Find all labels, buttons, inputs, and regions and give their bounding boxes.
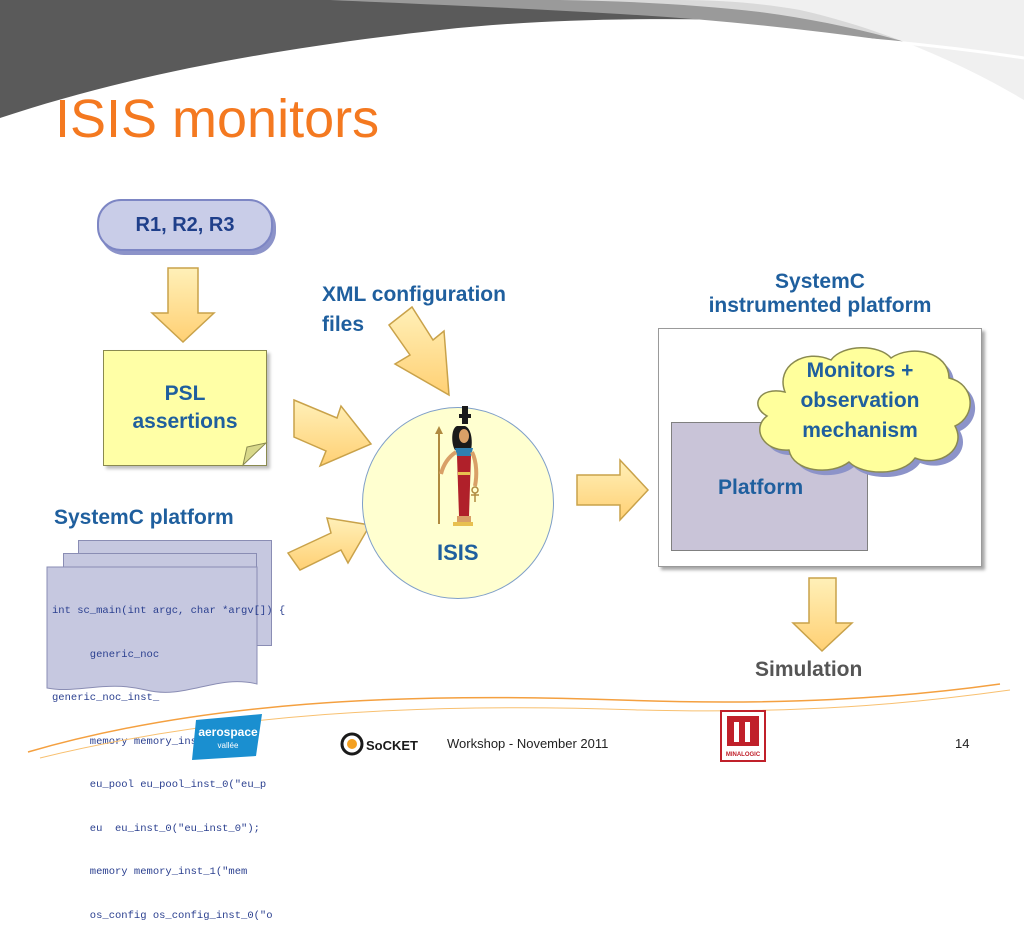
socket-logo-text: SoCKET xyxy=(366,738,418,753)
code-line: eu_pool eu_pool_inst_0("eu_p xyxy=(52,779,267,791)
code-sheet-front xyxy=(46,566,258,693)
monitors-line3: mechanism xyxy=(802,419,918,442)
monitors-line2: observation xyxy=(800,389,920,412)
code-line: generic_noc xyxy=(52,648,160,661)
monitors-label: Monitors + observation mechanism xyxy=(770,356,950,446)
psl-assertions-note: PSL assertions xyxy=(103,350,267,466)
psl-line1: PSL xyxy=(164,382,206,405)
footer-text: Workshop - November 2011 xyxy=(447,736,609,751)
arrow-xml-to-isis xyxy=(387,305,450,397)
systemc-platform-label: SystemC platform xyxy=(54,506,234,529)
monitors-cloud xyxy=(757,347,976,478)
aerospace-valley-logo: aerospace vallée xyxy=(192,714,262,760)
xml-line2: files xyxy=(322,313,365,336)
code-line: int sc_main(int argc, char *argv[]) { xyxy=(52,605,286,617)
arrow-psl-to-isis xyxy=(293,398,373,468)
monitors-line1: Monitors + xyxy=(806,359,914,382)
aerospace-logo-text-2: vallée xyxy=(218,741,239,750)
arrow-code-to-isis xyxy=(286,517,372,571)
instrumented-line2: instrumented platform xyxy=(708,294,932,317)
arrow-isis-to-platform xyxy=(576,458,650,522)
instrumented-line1: SystemC xyxy=(775,270,865,293)
header-swoosh xyxy=(0,0,1024,122)
goddess-isis-icon xyxy=(435,406,479,526)
footer-swoosh xyxy=(27,683,1011,759)
psl-line2: assertions xyxy=(132,410,238,433)
code-line: generic_noc_inst_ xyxy=(52,692,160,704)
requirements-node: R1, R2, R3 xyxy=(97,199,273,251)
arrow-platform-to-simulation xyxy=(791,577,854,653)
note-fold-icon xyxy=(242,442,268,467)
code-line: eu eu_inst_0("eu_inst_0"); xyxy=(52,822,260,835)
isis-label: ISIS xyxy=(437,540,479,565)
slide-title: ISIS monitors xyxy=(55,89,380,149)
xml-line1: XML configuration xyxy=(322,283,506,306)
minalogic-logo-text: MINALOGIC xyxy=(726,752,761,758)
code-line: os_config os_config_inst_0("o xyxy=(52,909,273,922)
page-number: 14 xyxy=(955,736,970,751)
platform-label: Platform xyxy=(718,476,804,499)
diagram-arrows xyxy=(150,267,854,653)
xml-config-label: XML configuration files xyxy=(322,280,506,340)
aerospace-logo-text-1: aerospace xyxy=(198,725,258,739)
arrow-req-to-psl xyxy=(150,267,216,344)
instrumented-platform-label: SystemC instrumented platform xyxy=(670,270,970,318)
requirements-label: R1, R2, R3 xyxy=(135,213,235,236)
socket-logo: SoCKET xyxy=(340,732,418,756)
minalogic-logo: MINALOGIC xyxy=(720,710,766,762)
code-line: memory memory_inst_1("mem xyxy=(52,866,248,878)
simulation-label: Simulation xyxy=(755,658,863,681)
